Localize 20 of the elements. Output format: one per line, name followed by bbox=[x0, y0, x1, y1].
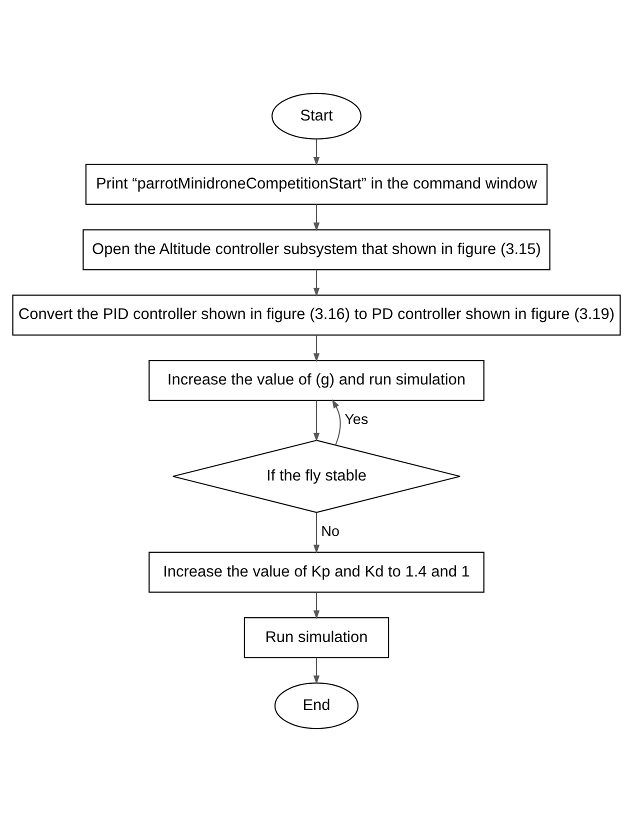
arrow bbox=[332, 398, 341, 445]
node-diamond: If the fly stable bbox=[172, 439, 461, 512]
edge-label: Yes bbox=[344, 412, 368, 428]
node-box: Increase the value of (g) and run simulation bbox=[148, 360, 484, 401]
edge-label: No bbox=[321, 524, 340, 540]
arrow bbox=[313, 269, 320, 296]
node-ellipse: End bbox=[274, 682, 359, 729]
arrow bbox=[313, 592, 320, 619]
node-box: Convert the PID controller shown in figure (3.16) to PD controller shown in figure (3.19) bbox=[12, 294, 621, 336]
node-box: Run simulation bbox=[244, 616, 390, 658]
node-box: Increase the value of Kp and Kd to 1.4 and 1 bbox=[148, 551, 484, 592]
arrow bbox=[313, 204, 320, 231]
arrow bbox=[313, 334, 320, 362]
arrow bbox=[313, 657, 320, 684]
arrow bbox=[313, 400, 320, 442]
arrow bbox=[313, 512, 320, 554]
node-box: Open the Altitude controller subsystem that shown in figure (3.15) bbox=[82, 228, 550, 270]
arrow bbox=[313, 138, 320, 166]
node-box: Print “parrotMinidroneCompetitionStart” in the command window bbox=[85, 163, 548, 204]
node-ellipse: Start bbox=[271, 92, 362, 139]
